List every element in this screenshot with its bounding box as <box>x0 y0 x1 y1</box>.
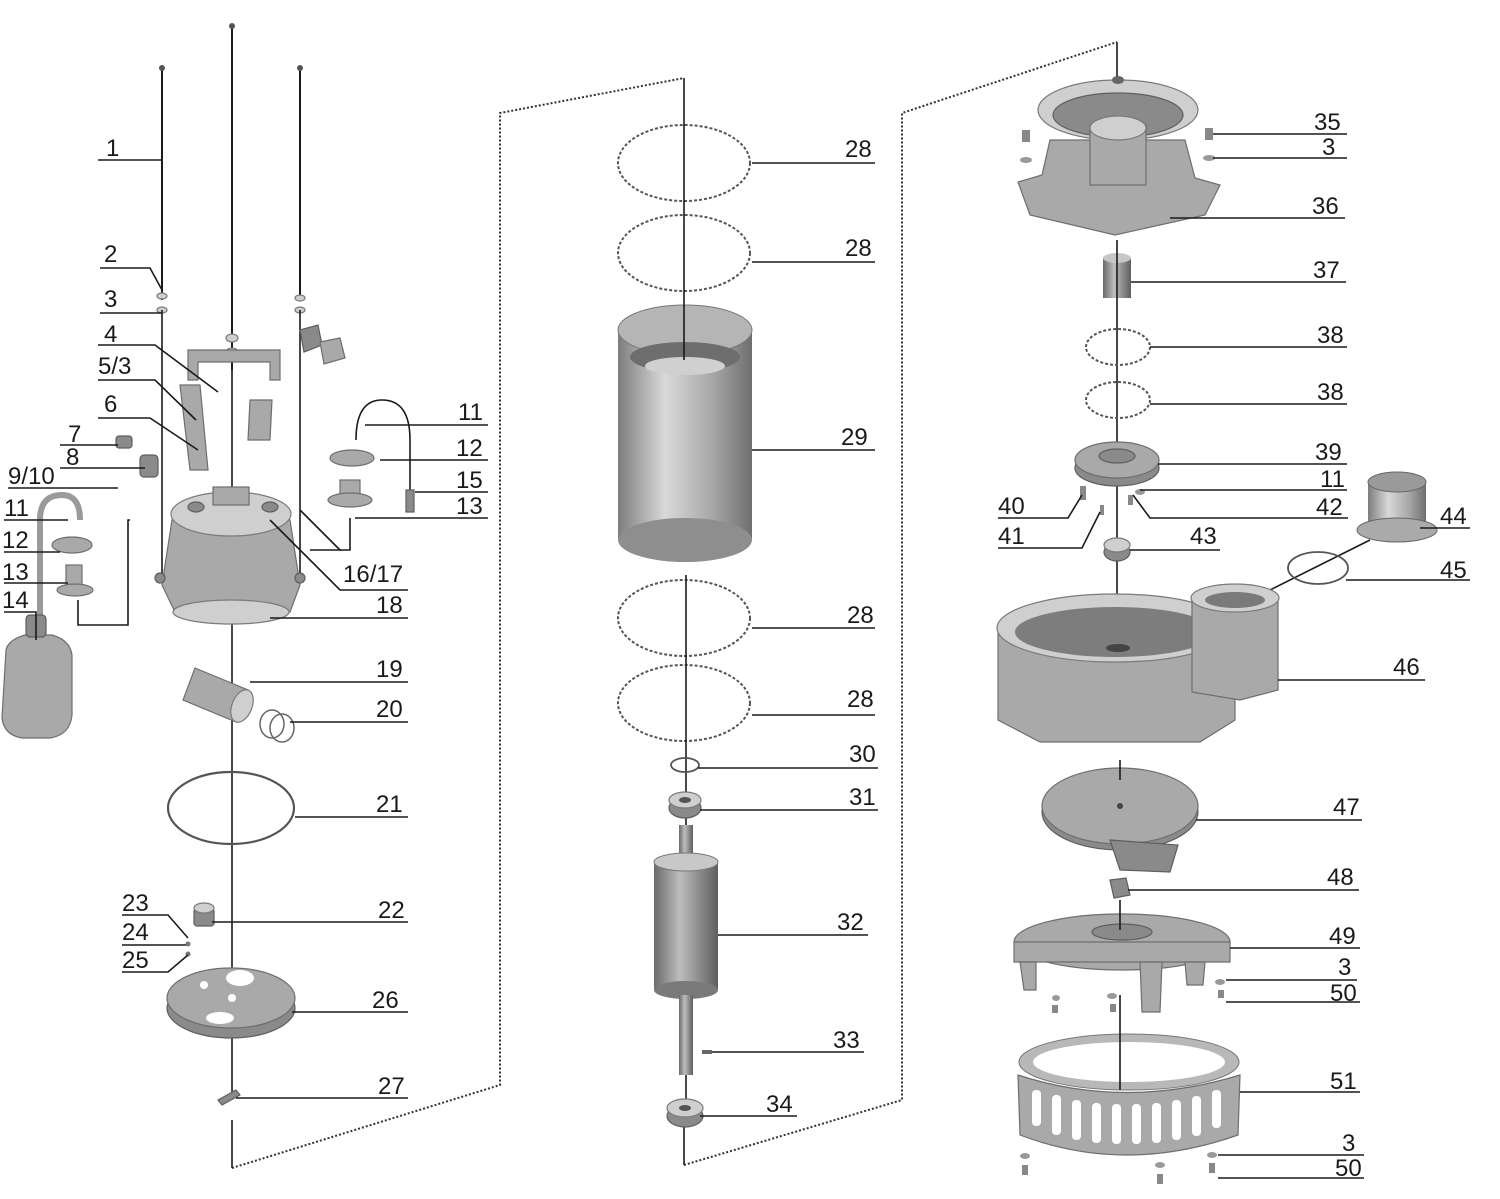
callout-48: 48 <box>1327 864 1354 891</box>
callout-23: 23 <box>122 890 149 917</box>
callout-leader-lines <box>4 133 1470 1179</box>
callout-4: 4 <box>104 321 117 348</box>
callout-25: 25 <box>122 947 149 974</box>
callout-46: 46 <box>1393 654 1420 681</box>
callout-50-base: 50 <box>1330 980 1357 1007</box>
callout-3-base: 3 <box>1338 954 1351 981</box>
callout-3-top: 3 <box>1322 134 1335 161</box>
callout-32: 32 <box>837 909 864 936</box>
callout-12-left: 12 <box>2 527 29 554</box>
callout-21: 21 <box>376 791 403 818</box>
callout-13-right: 13 <box>456 493 483 520</box>
callout-47: 47 <box>1333 794 1360 821</box>
callout-38-b: 38 <box>1317 379 1344 406</box>
callout-41: 41 <box>998 523 1025 550</box>
assembly-connector-lines <box>231 41 1118 1169</box>
callout-28-d: 28 <box>847 686 874 713</box>
callout-28-a: 28 <box>845 136 872 163</box>
callout-38-a: 38 <box>1317 322 1344 349</box>
callout-18: 18 <box>376 592 403 619</box>
callout-42: 42 <box>1316 494 1343 521</box>
callout-12-right: 12 <box>456 435 483 462</box>
callout-labels: 1 2 3 4 5/3 6 7 8 9/10 11 12 13 14 11 12… <box>2 109 1467 1182</box>
callout-7: 7 <box>68 421 81 448</box>
callout-36: 36 <box>1312 193 1339 220</box>
callout-19: 19 <box>376 656 403 683</box>
right-column-parts <box>996 42 1438 1184</box>
callout-22: 22 <box>378 897 405 924</box>
callout-30: 30 <box>849 741 876 768</box>
callout-14: 14 <box>2 587 29 614</box>
callout-51: 51 <box>1330 1068 1357 1095</box>
callout-28-c: 28 <box>847 602 874 629</box>
callout-3-bottom: 3 <box>1342 1130 1355 1157</box>
callout-11-left: 11 <box>4 495 29 522</box>
callout-29: 29 <box>841 424 868 451</box>
callout-11-pump: 11 <box>1320 466 1345 493</box>
callout-3: 3 <box>104 286 117 313</box>
left-column-parts <box>1 23 415 1106</box>
callout-24: 24 <box>122 919 149 946</box>
callout-40: 40 <box>998 493 1025 520</box>
callout-49: 49 <box>1329 923 1356 950</box>
callout-8: 8 <box>66 444 79 471</box>
callout-31: 31 <box>849 784 876 811</box>
callout-20: 20 <box>376 696 403 723</box>
callout-28-b: 28 <box>845 235 872 262</box>
callout-13-left: 13 <box>2 559 29 586</box>
callout-2: 2 <box>104 241 117 268</box>
callout-37: 37 <box>1313 257 1340 284</box>
callout-50-bottom: 50 <box>1335 1155 1362 1182</box>
callout-15: 15 <box>456 467 483 494</box>
callout-39: 39 <box>1315 439 1342 466</box>
callout-6: 6 <box>104 391 117 418</box>
middle-column-parts <box>617 78 753 1128</box>
callout-26: 26 <box>372 987 399 1014</box>
callout-27: 27 <box>378 1073 405 1100</box>
callout-33: 33 <box>833 1027 860 1054</box>
callout-16-17: 16/17 <box>343 561 403 588</box>
callout-1: 1 <box>106 135 119 162</box>
callout-34: 34 <box>766 1091 793 1118</box>
callout-11-right: 11 <box>458 399 483 426</box>
callout-45: 45 <box>1440 557 1467 584</box>
callout-43: 43 <box>1190 523 1217 550</box>
callout-44: 44 <box>1440 503 1467 530</box>
callout-9-10: 9/10 <box>8 463 55 490</box>
callout-5-3: 5/3 <box>98 353 131 380</box>
callout-35: 35 <box>1314 109 1341 136</box>
